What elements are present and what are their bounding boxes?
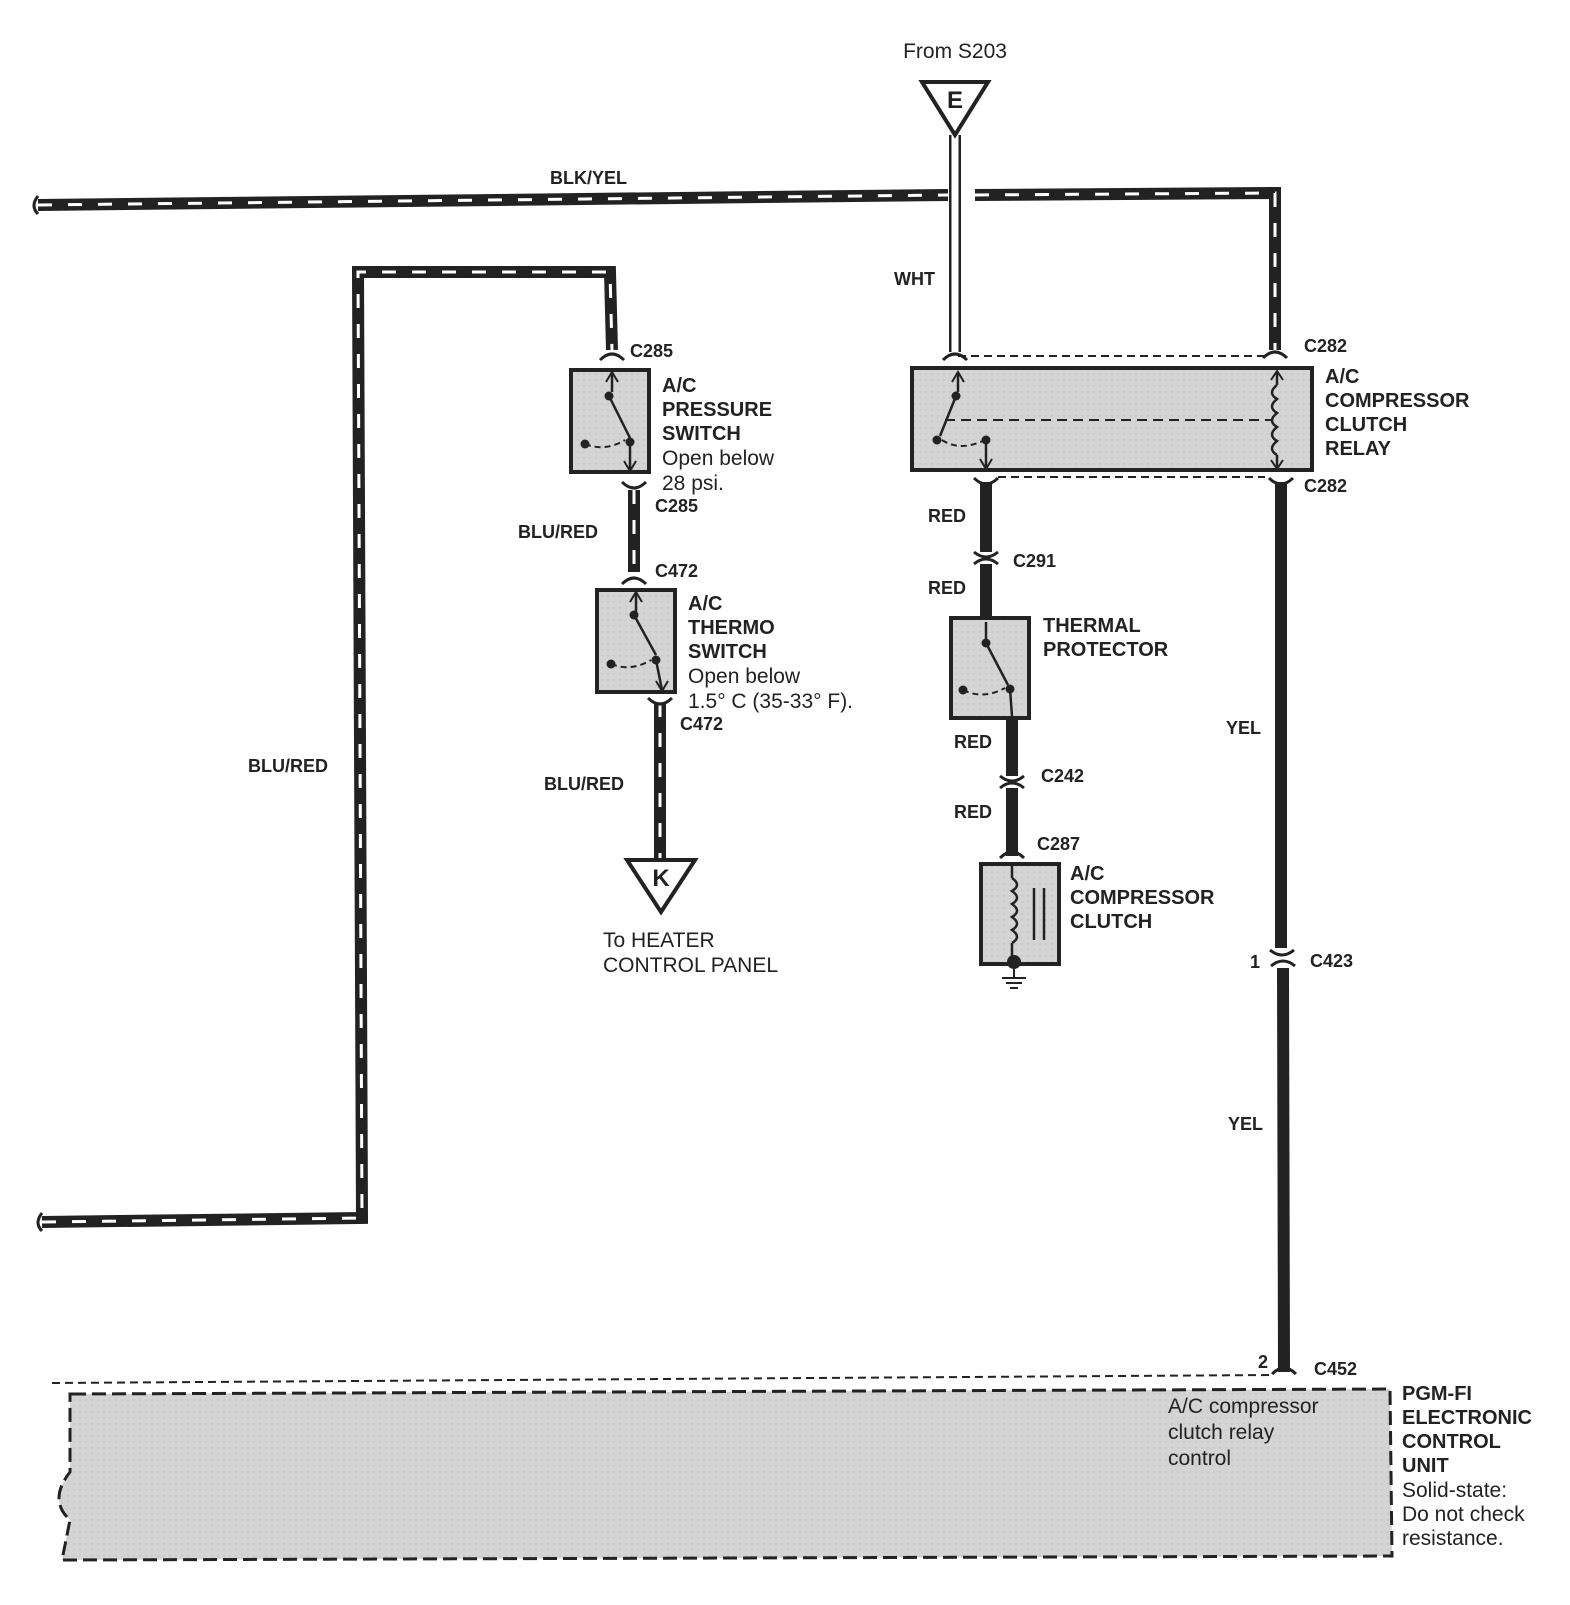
connector-k-label: K: [652, 865, 670, 892]
pressure-switch-note-1: Open below: [662, 447, 775, 470]
connector-c285-top: C285: [630, 341, 673, 361]
thermal-protector-name-2: PROTECTOR: [1043, 639, 1169, 661]
wire-yel: [1275, 482, 1290, 1373]
relay-name-2: COMPRESSOR: [1325, 390, 1470, 412]
pressure-switch-name-1: A/C: [662, 375, 696, 397]
connector-c242: C242: [1041, 766, 1084, 786]
connector-c291: C291: [1013, 551, 1056, 571]
relay-name-3: CLUTCH: [1325, 414, 1407, 436]
wire-label-blu-red-mid2: BLU/RED: [544, 774, 624, 794]
compressor-clutch: [979, 862, 1061, 989]
wire-red: [980, 482, 1018, 856]
wire-label-blu-red-left: BLU/RED: [248, 756, 328, 776]
pressure-switch-note-2: 28 psi.: [662, 472, 724, 495]
ecu-note-1: Solid-state:: [1402, 1479, 1507, 1502]
thermo-switch-name-2: THERMO: [688, 617, 775, 639]
destination-line-2: CONTROL PANEL: [603, 954, 778, 977]
thermo-switch-note-2: 1.5° C (35-33° F).: [688, 690, 853, 713]
wire-label-red-1: RED: [928, 506, 966, 526]
source-label: From S203: [903, 40, 1007, 63]
connector-c423: C423: [1310, 951, 1353, 971]
destination-line-1: To HEATER: [603, 929, 715, 952]
wire-label-yel-1: YEL: [1226, 718, 1261, 738]
ecu-name-3: CONTROL: [1402, 1431, 1501, 1453]
wire-label-yel-2: YEL: [1228, 1114, 1263, 1134]
ecu-name-2: ELECTRONIC: [1402, 1407, 1532, 1429]
clutch-name-3: CLUTCH: [1070, 911, 1152, 933]
ecu-function-2: clutch relay: [1168, 1421, 1275, 1444]
connector-c452: C452: [1314, 1359, 1357, 1379]
clutch-name-2: COMPRESSOR: [1070, 887, 1215, 909]
connector-marks: [598, 350, 1298, 1376]
wire-blu-red-left: [36, 266, 618, 1233]
connector-c282-top: C282: [1304, 336, 1347, 356]
thermo-switch-name-1: A/C: [688, 593, 722, 615]
ecu-name-1: PGM-FI: [1402, 1383, 1472, 1405]
connector-c282-bottom: C282: [1304, 476, 1347, 496]
thermal-protector: [949, 616, 1031, 720]
connector-c472-bottom: C472: [680, 714, 723, 734]
wire-label-blk-yel: BLK/YEL: [550, 168, 627, 188]
ecu-note-3: resistance.: [1402, 1527, 1504, 1550]
ecu-note-2: Do not check: [1402, 1503, 1525, 1526]
thermo-switch-note-1: Open below: [688, 665, 801, 688]
pressure-switch-name-2: PRESSURE: [662, 399, 772, 421]
wire-blk-yel: [32, 186, 1281, 350]
ecu-name-4: UNIT: [1402, 1455, 1449, 1477]
ecu-function-3: control: [1168, 1447, 1231, 1470]
thermo-switch-name-3: SWITCH: [688, 641, 767, 663]
pressure-switch-name-3: SWITCH: [662, 423, 741, 445]
connector-e: E: [918, 80, 992, 139]
relay-name-1: A/C: [1325, 366, 1359, 388]
wire-label-wht: WHT: [894, 269, 935, 289]
ecu-box: [51, 1374, 1394, 1562]
wire-label-red-3: RED: [954, 732, 992, 752]
connector-e-label: E: [947, 87, 963, 114]
connector-c423-pin: 1: [1250, 952, 1260, 972]
connector-c452-pin: 2: [1258, 1352, 1268, 1372]
compressor-clutch-relay: [910, 355, 1314, 478]
relay-name-4: RELAY: [1325, 438, 1392, 460]
ecu-function-1: A/C compressor: [1168, 1395, 1319, 1418]
connector-k: K: [623, 858, 699, 916]
clutch-name-1: A/C: [1070, 863, 1104, 885]
wire-label-red-2: RED: [928, 578, 966, 598]
pressure-switch: [569, 368, 651, 474]
thermal-protector-name-1: THERMAL: [1043, 615, 1141, 637]
connector-c287: C287: [1037, 834, 1080, 854]
wire-label-red-4: RED: [954, 802, 992, 822]
wire-label-blu-red-mid1: BLU/RED: [518, 522, 598, 542]
connector-c472-top: C472: [655, 561, 698, 581]
connector-c285-bottom: C285: [655, 496, 698, 516]
thermo-switch: [595, 588, 677, 694]
